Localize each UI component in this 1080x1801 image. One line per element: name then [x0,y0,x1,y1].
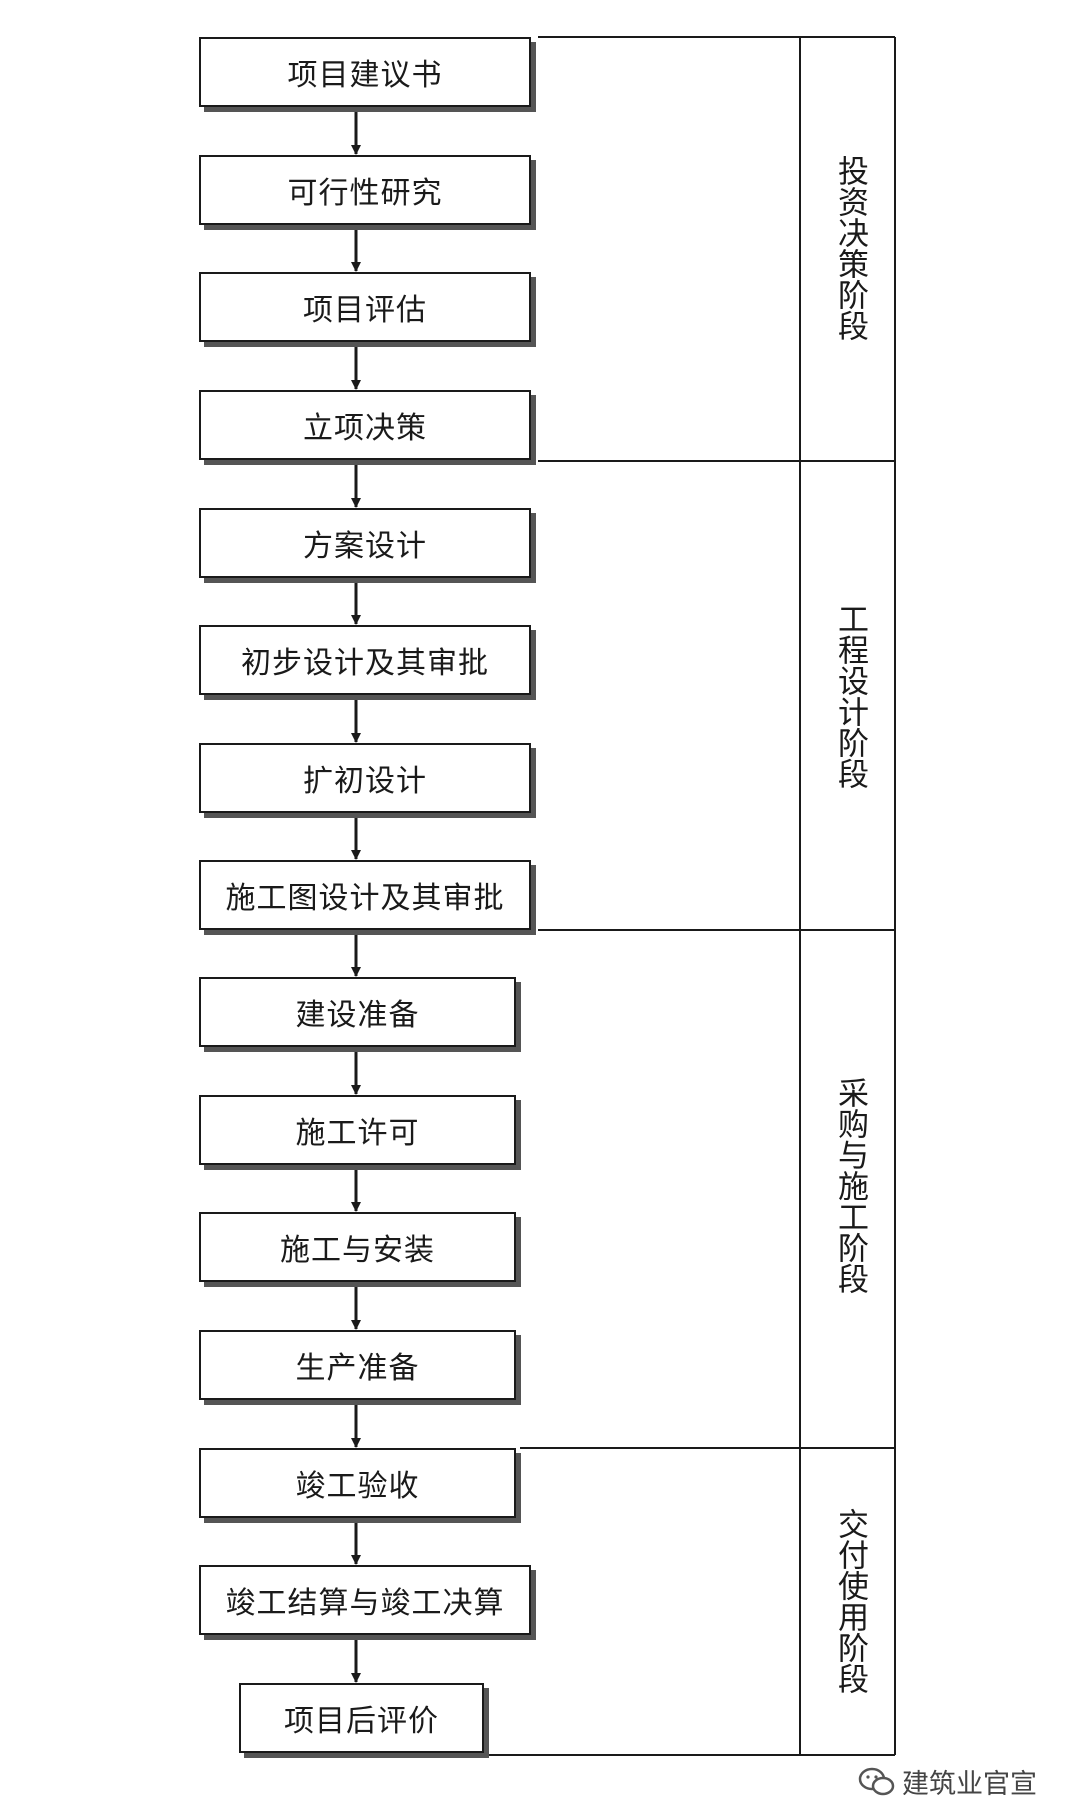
stage-label: 工程设计阶段 [832,603,868,789]
step-box: 项目评估 [199,272,531,342]
stage-label: 投资决策阶段 [832,155,868,341]
step-box: 初步设计及其审批 [199,625,531,695]
watermark-text: 建筑业官宣 [902,1769,1037,1800]
step-box: 竣工结算与竣工决算 [199,1565,531,1635]
wechat-icon [858,1767,895,1795]
step-box: 扩初设计 [199,743,531,813]
step-box: 生产准备 [199,1330,516,1400]
watermark: 建筑业官宣 [858,1762,1037,1801]
step-box: 建设准备 [199,977,516,1047]
step-box: 施工许可 [199,1095,516,1165]
step-box: 可行性研究 [199,155,531,225]
step-box: 项目建议书 [199,37,531,107]
step-box: 项目后评价 [239,1683,484,1753]
step-box: 方案设计 [199,508,531,578]
step-box: 竣工验收 [199,1448,516,1518]
step-box: 立项决策 [199,390,531,460]
step-box: 施工图设计及其审批 [199,860,531,930]
stage-label: 交付使用阶段 [832,1508,868,1694]
step-box: 施工与安装 [199,1212,516,1282]
stage-label: 采购与施工阶段 [832,1077,868,1294]
